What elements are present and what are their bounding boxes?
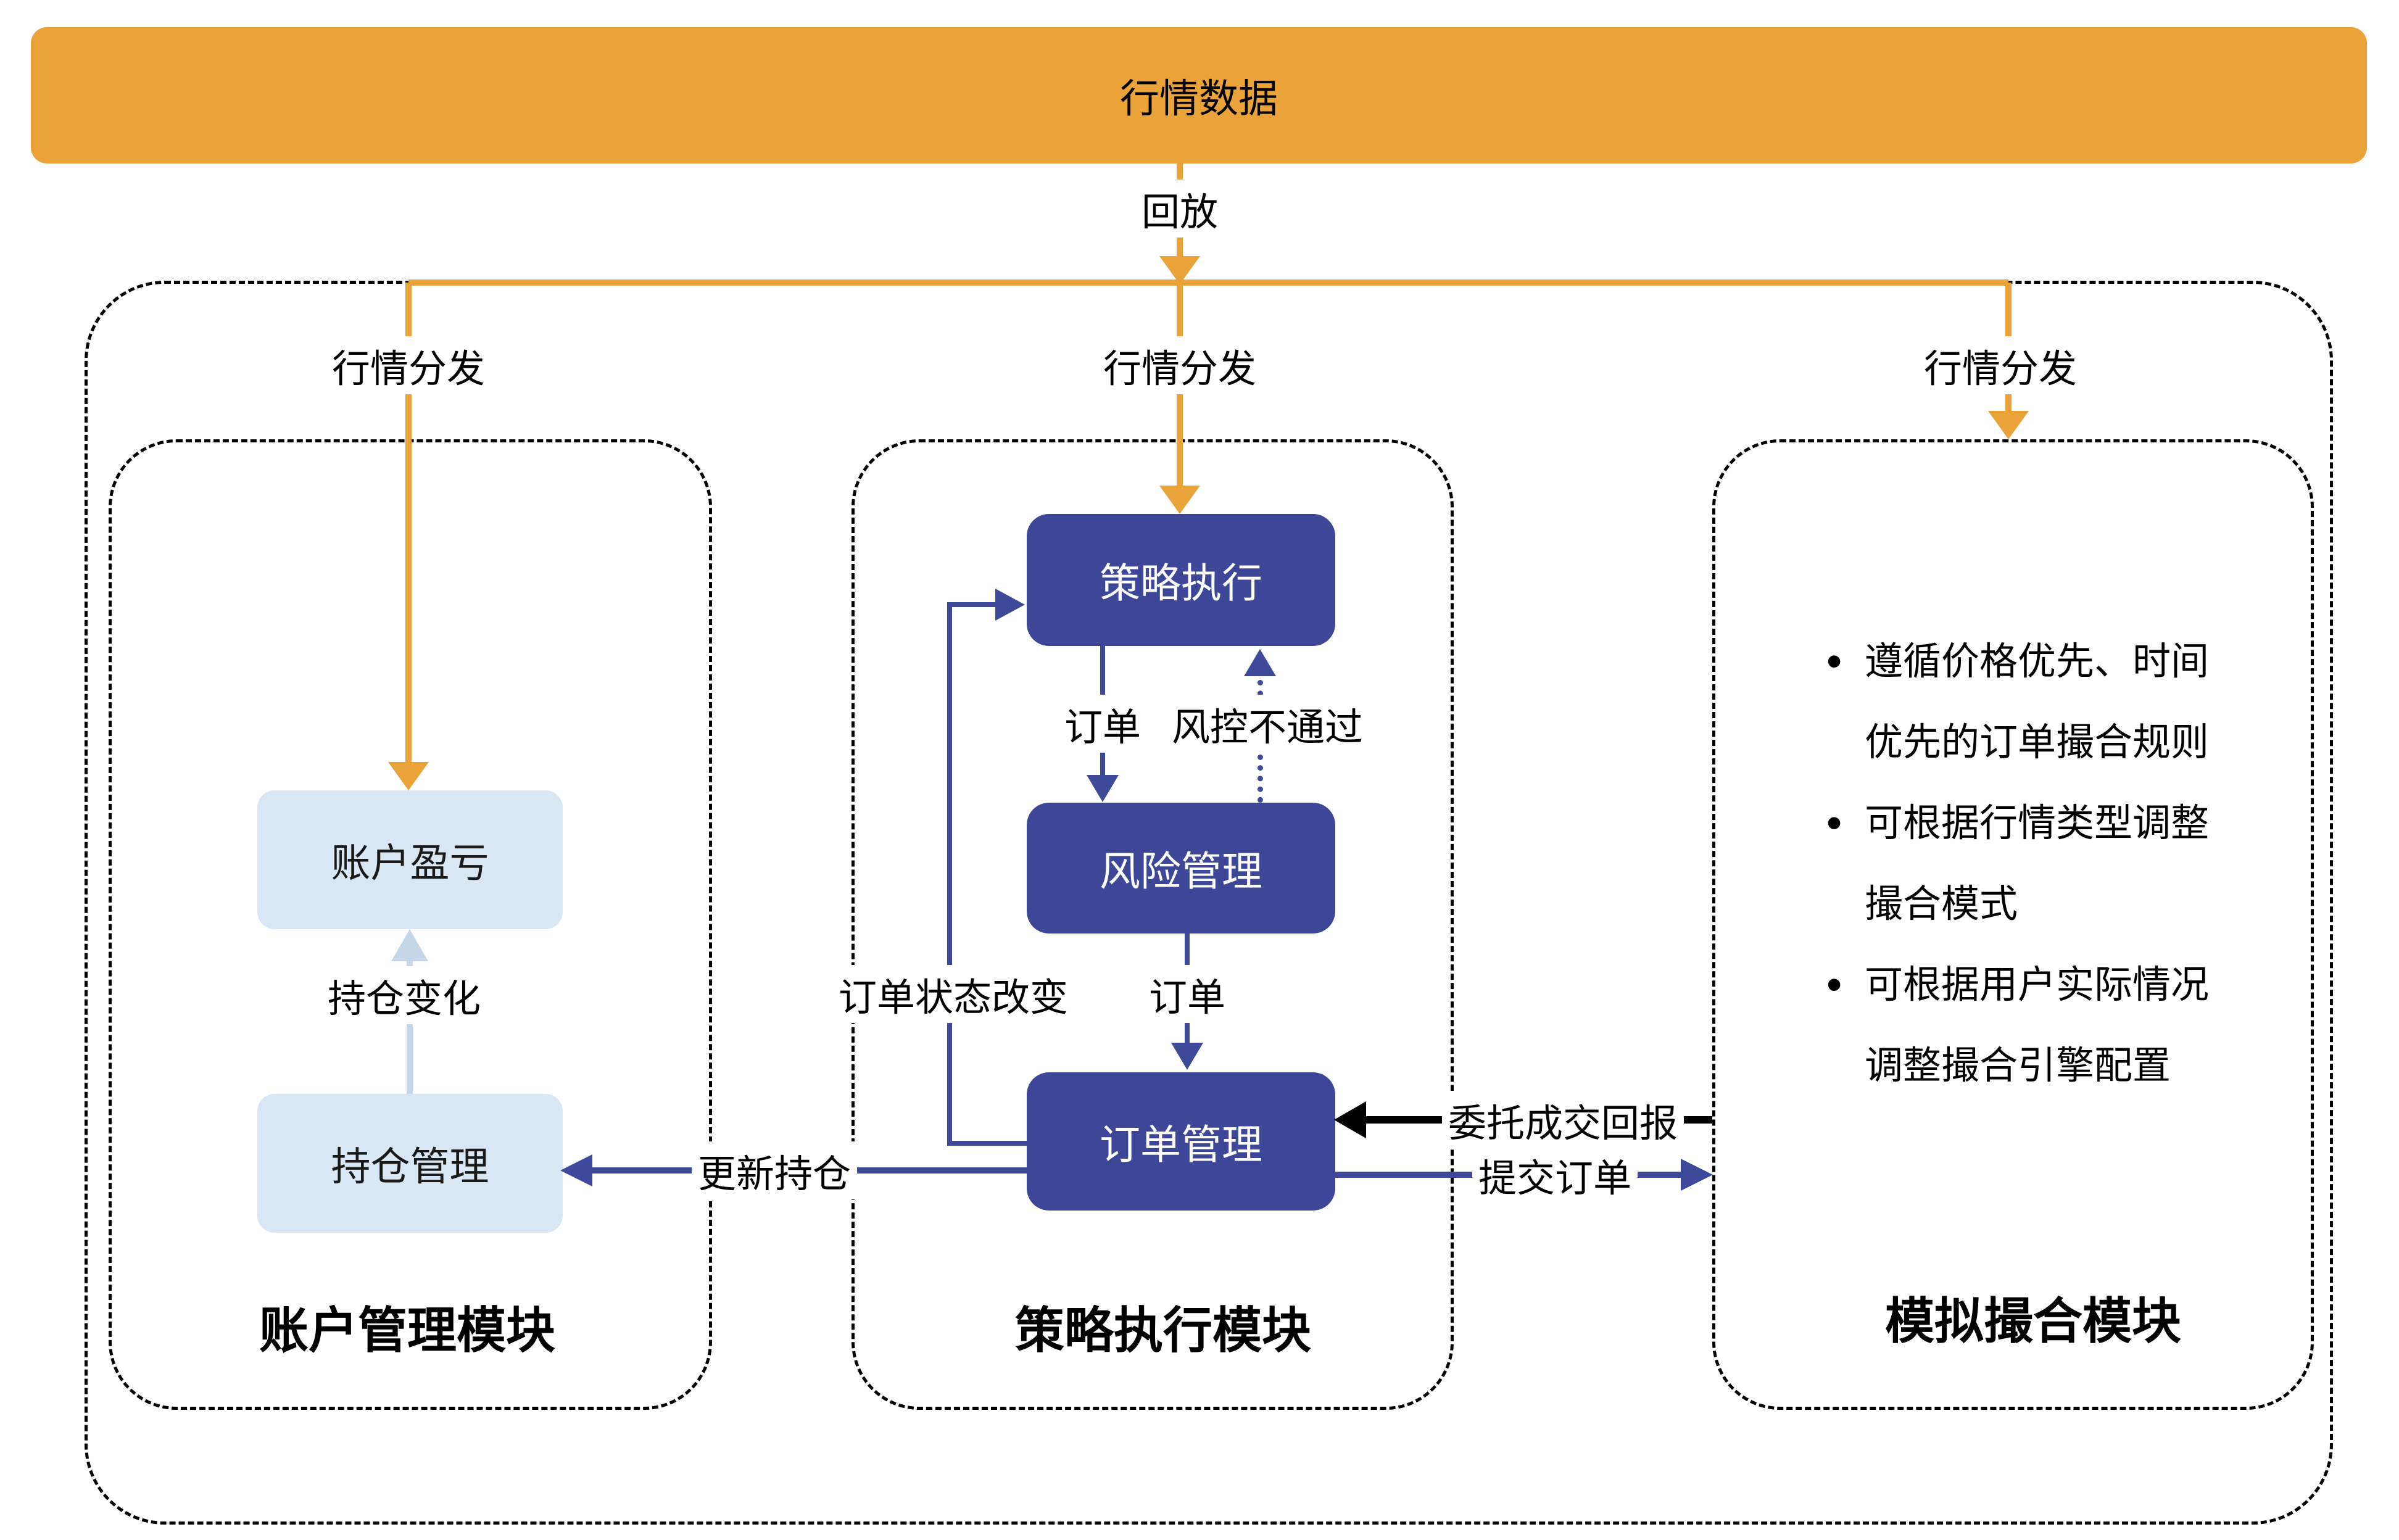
matching-rule-line: 可根据用户实际情况 xyxy=(1865,964,2210,1006)
matching-rule-item: • 遵循价格优先、时间 优先的订单撮合规则 xyxy=(1826,621,2295,783)
dispatch-middle-arrowhead-icon xyxy=(1159,486,1200,514)
bullet-dot-icon: • xyxy=(1826,960,1842,1009)
dispatch-left-label: 行情分发 xyxy=(325,336,492,394)
dispatch-spine-line xyxy=(408,279,2008,286)
order-arrow-2-arrowhead-icon xyxy=(1171,1043,1203,1070)
position-change-line xyxy=(407,961,413,1094)
trade-report-label: 委托成交回报 xyxy=(1441,1091,1684,1149)
node-position-mgmt: 持仓管理 xyxy=(257,1094,563,1233)
node-risk-mgmt: 风险管理 xyxy=(1027,803,1335,934)
risk-reject-arrowhead-icon xyxy=(1244,649,1276,676)
market-data-banner-label: 行情数据 xyxy=(1120,76,1278,121)
node-account-pnl: 账户盈亏 xyxy=(257,790,563,929)
trade-report-arrowhead-icon xyxy=(1334,1101,1366,1138)
dispatch-middle-label: 行情分发 xyxy=(1096,336,1263,394)
status-loop-bottom-line xyxy=(947,1141,1027,1146)
order-label-1: 订单 xyxy=(1058,695,1148,753)
update-position-arrowhead-icon xyxy=(560,1154,592,1186)
risk-reject-label: 风控不通过 xyxy=(1165,695,1370,753)
dispatch-left-arrowhead-icon xyxy=(388,762,429,790)
matching-rules-list: • 遵循价格优先、时间 优先的订单撮合规则 • 可根据行情类型调整 撮合模式 •… xyxy=(1826,621,2295,1106)
bullet-dot-icon: • xyxy=(1826,798,1842,848)
node-strategy-exec: 策略执行 xyxy=(1027,514,1335,646)
matching-rule-line: 优先的订单撮合规则 xyxy=(1865,721,2210,764)
matching-rule-line: 调整撮合引擎配置 xyxy=(1865,1045,2171,1087)
dispatch-right-label: 行情分发 xyxy=(1917,336,2084,394)
status-loop-top-line xyxy=(947,602,996,607)
position-change-label: 持仓变化 xyxy=(321,966,487,1024)
strategy-module-box xyxy=(851,439,1454,1410)
status-change-label: 订单状态改变 xyxy=(832,965,1075,1023)
order-arrow-1-arrowhead-icon xyxy=(1087,775,1119,802)
bullet-dot-icon: • xyxy=(1826,637,1842,686)
dispatch-right-arrowhead-icon xyxy=(1988,411,2029,439)
account-module-title: 账户管理模块 xyxy=(259,1303,555,1358)
matching-rule-item: • 可根据行情类型调整 撮合模式 xyxy=(1826,783,2295,945)
market-data-banner: 行情数据 xyxy=(31,27,2367,164)
submit-order-arrowhead-icon xyxy=(1681,1159,1713,1191)
strategy-module-title: 策略执行模块 xyxy=(1015,1303,1311,1358)
node-risk-mgmt-label: 风险管理 xyxy=(1100,848,1262,894)
replay-label: 回放 xyxy=(1135,180,1225,238)
dispatch-left-line xyxy=(405,283,412,764)
matching-rule-line: 撮合模式 xyxy=(1865,883,2018,925)
node-order-mgmt: 订单管理 xyxy=(1027,1072,1335,1211)
update-position-label: 更新持仓 xyxy=(691,1141,858,1199)
order-label-2: 订单 xyxy=(1142,965,1232,1023)
status-loop-vertical-line xyxy=(947,602,952,1146)
matching-rule-line: 可根据行情类型调整 xyxy=(1865,802,2210,845)
matching-rule-line: 遵循价格优先、时间 xyxy=(1865,640,2210,683)
matching-module-box xyxy=(1712,439,2314,1410)
matching-rule-item: • 可根据用户实际情况 调整撮合引擎配置 xyxy=(1826,945,2295,1106)
status-loop-arrowhead-icon xyxy=(995,589,1025,621)
submit-order-label: 提交订单 xyxy=(1472,1146,1638,1204)
node-order-mgmt-label: 订单管理 xyxy=(1100,1122,1262,1167)
node-position-mgmt-label: 持仓管理 xyxy=(331,1144,489,1189)
node-strategy-exec-label: 策略执行 xyxy=(1100,560,1262,606)
matching-module-title: 模拟撮合模块 xyxy=(1885,1294,2181,1349)
node-account-pnl-label: 账户盈亏 xyxy=(331,840,489,885)
position-change-arrowhead-icon xyxy=(391,929,428,961)
